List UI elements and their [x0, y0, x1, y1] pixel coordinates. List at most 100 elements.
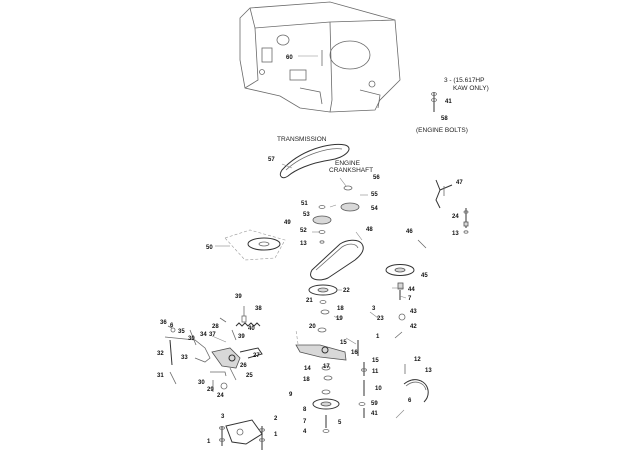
callout: 14: [304, 366, 311, 372]
callout: 3: [221, 414, 225, 420]
callout: 38: [255, 306, 262, 312]
idler-pulley-right: [385, 239, 427, 321]
label-kaw-2: KAW ONLY): [453, 85, 489, 92]
section-labels: TRANSMISSION ENGINE CRANKSHAFT 3 - (15.6…: [277, 77, 489, 174]
left-linkage: [164, 325, 263, 392]
transmission-belt: [279, 143, 350, 179]
callout: 21: [306, 298, 313, 304]
callout: 39: [235, 294, 242, 300]
label-engine-bolts: (ENGINE BOLTS): [416, 127, 468, 134]
callout: 26: [240, 363, 247, 369]
chassis-frame: [239, 1, 401, 113]
transmission-pulley: [312, 205, 332, 244]
callout: 2: [274, 416, 278, 422]
callout: 41: [371, 411, 378, 417]
callout: 27: [253, 353, 260, 359]
engine-bolts-group: [431, 92, 437, 112]
callout: 31: [157, 373, 164, 379]
callout: 24: [217, 393, 224, 399]
callout: 56: [373, 175, 380, 181]
large-pulley: [215, 229, 286, 261]
callout: 22: [343, 288, 350, 294]
callout: 12: [414, 357, 421, 363]
leader-lines: [211, 55, 407, 419]
right-bracket: [435, 179, 469, 234]
callout: 43: [410, 309, 417, 315]
callout: 16: [351, 350, 358, 356]
callout: 13: [300, 241, 307, 247]
callout: 18: [303, 377, 310, 383]
label-transmission: TRANSMISSION: [277, 136, 327, 143]
belt-guard: [403, 364, 429, 403]
callout: 25: [246, 373, 253, 379]
callout: 17: [323, 364, 330, 370]
callout: 39: [238, 334, 245, 340]
callout: 15: [340, 340, 347, 346]
callout: 36: [160, 320, 167, 326]
callout: 59: [371, 401, 378, 407]
callout: 4: [303, 429, 307, 435]
callout: 1: [376, 334, 380, 340]
callout: 1: [274, 432, 278, 438]
callout: 18: [337, 306, 344, 312]
callout: 54: [371, 206, 378, 212]
callout: 58: [441, 116, 448, 122]
callout: 55: [371, 192, 378, 198]
callout: 1: [207, 439, 211, 445]
callout: 23: [377, 316, 384, 322]
callout: 32: [157, 351, 164, 357]
part-callouts: 60 41 58 57 56 55 54 51 53 52 49 13 50 4…: [157, 55, 463, 445]
callout: 5: [338, 420, 342, 426]
callout: 48: [366, 227, 373, 233]
callout: 7: [408, 296, 412, 302]
tension-spring: [219, 306, 261, 341]
bottom-mount-plate: [219, 419, 265, 450]
callout: 35: [178, 329, 185, 335]
right-bolt-stack: [358, 331, 403, 418]
callout: 6: [408, 398, 412, 404]
callout: 19: [336, 316, 343, 322]
label-crankshaft: CRANKSHAFT: [329, 167, 373, 174]
callout: 57: [268, 157, 275, 163]
callout: 24: [452, 214, 459, 220]
lower-pulley: [312, 389, 340, 433]
callout: 41: [445, 99, 452, 105]
callout: 44: [408, 287, 415, 293]
callout: 53: [303, 212, 310, 218]
callout: 8: [303, 407, 307, 413]
callout: 50: [206, 245, 213, 251]
callout: 10: [375, 386, 382, 392]
label-engine: ENGINE: [335, 160, 361, 167]
deck-belt: [310, 239, 364, 281]
callout: 33: [181, 355, 188, 361]
callout: 28: [212, 324, 219, 330]
callout: 34: [200, 332, 207, 338]
callout: 20: [309, 324, 316, 330]
callout: 7: [303, 419, 307, 425]
callout: 15: [372, 358, 379, 364]
crankshaft-pulley: [340, 185, 368, 212]
callout: 45: [421, 273, 428, 279]
callout: 37: [209, 332, 216, 338]
callout: 49: [284, 220, 291, 226]
callout: 42: [410, 324, 417, 330]
callout: 46: [406, 229, 413, 235]
callout: 60: [286, 55, 293, 61]
callout: 13: [452, 231, 459, 237]
callout: 30: [188, 336, 195, 342]
callout: 52: [300, 228, 307, 234]
callout: 30: [198, 380, 205, 386]
callout: 40: [248, 326, 255, 332]
callout: 6: [170, 323, 174, 329]
callout: 3: [372, 306, 376, 312]
callout: 9: [289, 392, 293, 398]
label-kaw-1: 3 - (15.617HP: [444, 77, 484, 84]
idler-arm: [295, 329, 359, 381]
callout: 11: [372, 369, 379, 375]
spindle-pulley: [308, 284, 338, 333]
callout: 29: [207, 387, 214, 393]
callout: 47: [456, 180, 463, 186]
callout: 13: [425, 368, 432, 374]
